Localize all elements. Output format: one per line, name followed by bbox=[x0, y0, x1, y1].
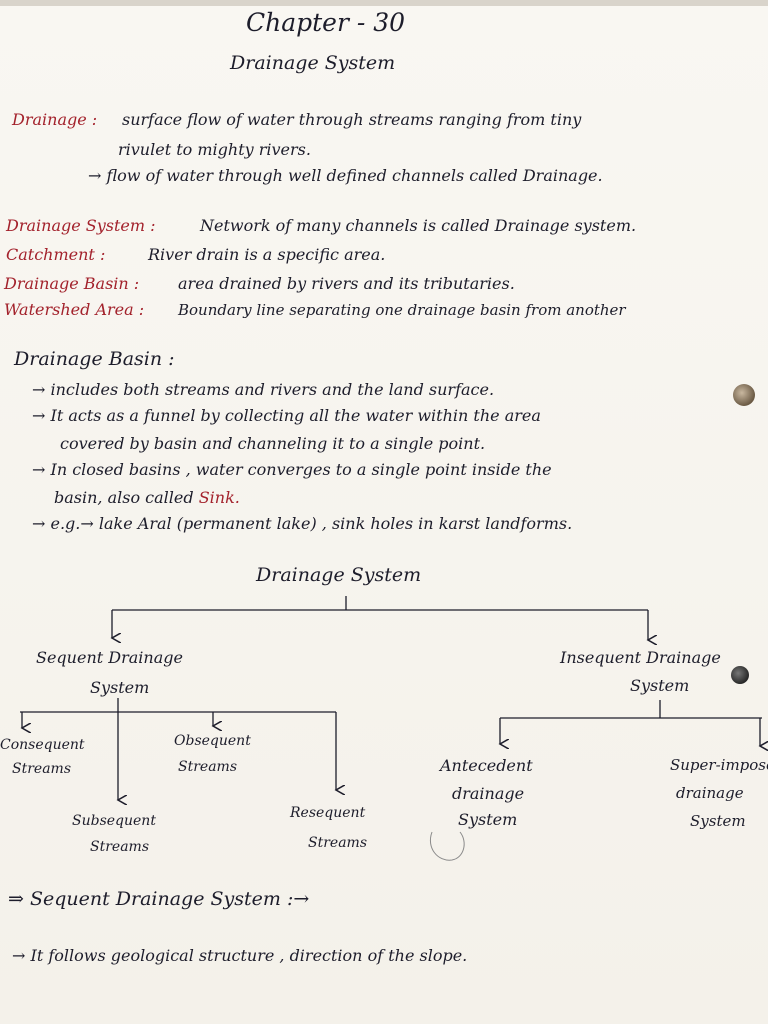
basin-section-heading: Drainage Basin : bbox=[14, 348, 175, 370]
term-drainage: Drainage : bbox=[12, 110, 98, 129]
node-antecedent-line2: drainage bbox=[452, 784, 525, 803]
catchment-definition: River drain is a specific area. bbox=[148, 245, 386, 264]
basin-point-4: → e.g.→ lake Aral (permanent lake) , sin… bbox=[32, 514, 573, 533]
sequent-section-heading: ⇒ Sequent Drainage System :→ bbox=[8, 888, 310, 910]
binder-hole-icon bbox=[731, 666, 749, 684]
watershed-area-definition: Boundary line separating one drainage ba… bbox=[178, 301, 626, 319]
node-insequent-line1: Insequent Drainage bbox=[560, 648, 721, 667]
node-obsequent-line1: Obsequent bbox=[174, 733, 251, 749]
term-drainage-basin: Drainage Basin : bbox=[4, 274, 140, 293]
diagram-root: Drainage System bbox=[256, 564, 422, 586]
term-catchment: Catchment : bbox=[6, 245, 106, 264]
node-superimposed-line1: Super-imposed bbox=[670, 756, 768, 774]
node-insequent-line2: System bbox=[630, 676, 690, 695]
node-antecedent-line3: System bbox=[458, 810, 518, 829]
node-resequent-line1: Resequent bbox=[290, 805, 366, 821]
basin-point-3b-text: basin, also called bbox=[54, 488, 194, 507]
node-superimposed-line3: System bbox=[690, 812, 746, 830]
node-superimposed-line2: drainage bbox=[676, 784, 744, 802]
node-subsequent-line2: Streams bbox=[90, 839, 150, 855]
basin-point-2b: covered by basin and channeling it to a … bbox=[60, 434, 486, 453]
term-watershed-area: Watershed Area : bbox=[4, 300, 145, 319]
page-title: Drainage System bbox=[230, 52, 396, 74]
drainage-basin-definition: area drained by rivers and its tributari… bbox=[178, 274, 515, 293]
sink-term: Sink. bbox=[198, 488, 240, 507]
page-top-edge bbox=[0, 0, 768, 6]
binder-hole-icon bbox=[733, 384, 755, 406]
sequent-section-text: → It follows geological structure , dire… bbox=[12, 946, 468, 965]
node-consequent-line1: Consequent bbox=[0, 737, 85, 753]
node-resequent-line2: Streams bbox=[308, 835, 368, 851]
node-obsequent-line2: Streams bbox=[178, 759, 238, 775]
node-sequent-line1: Sequent Drainage bbox=[36, 648, 183, 667]
term-drainage-system: Drainage System : bbox=[6, 216, 156, 235]
node-antecedent-line1: Antecedent bbox=[440, 756, 533, 775]
drainage-definition-line3: → flow of water through well defined cha… bbox=[88, 166, 603, 185]
basin-point-2a: → It acts as a funnel by collecting all … bbox=[32, 406, 541, 425]
node-consequent-line2: Streams bbox=[12, 761, 72, 777]
basin-point-3a: → In closed basins , water converges to … bbox=[32, 460, 552, 479]
chapter-heading: Chapter - 30 bbox=[246, 8, 406, 37]
drainage-definition-line1: surface flow of water through streams ra… bbox=[122, 110, 582, 129]
node-subsequent-line1: Subsequent bbox=[72, 813, 156, 829]
drainage-definition-line2: rivulet to mighty rivers. bbox=[118, 140, 311, 159]
basin-point-1: → includes both streams and rivers and t… bbox=[32, 380, 495, 399]
basin-point-3b: basin, also called Sink. bbox=[54, 490, 240, 506]
drainage-system-definition: Network of many channels is called Drain… bbox=[200, 216, 637, 235]
node-sequent-line2: System bbox=[90, 678, 150, 697]
